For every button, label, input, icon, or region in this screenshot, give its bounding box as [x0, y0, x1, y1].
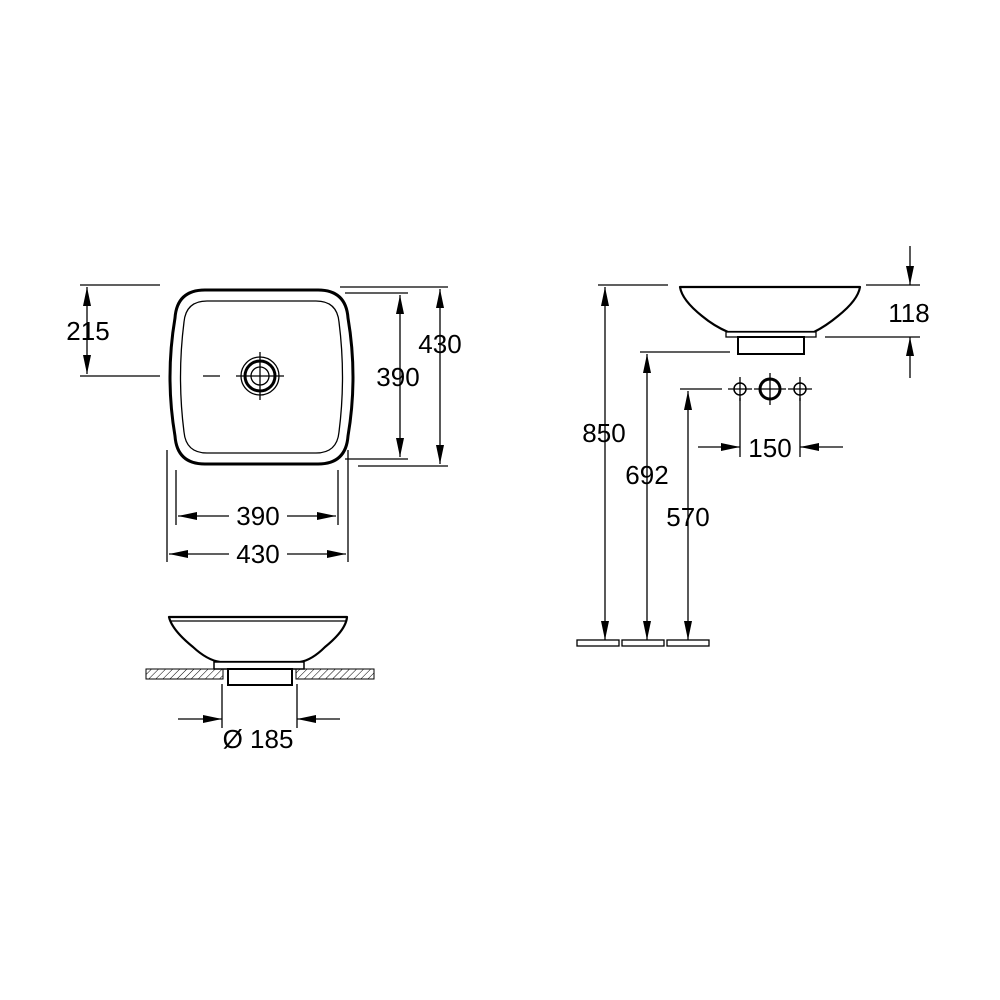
- waste-outlet: [227, 668, 293, 686]
- countertop-hatch-left: [145, 668, 224, 680]
- dimension-150: 150: [698, 433, 843, 463]
- dimension-215-label: 215: [66, 316, 109, 346]
- basin-outer-rim: [168, 288, 355, 466]
- dimension-692: 692: [625, 354, 669, 640]
- dimension-150-label: 150: [748, 433, 791, 463]
- basin-side-waste: [737, 336, 805, 355]
- tap-hole-left-icon: [728, 377, 752, 401]
- side-view: 118 850 692 570 150: [576, 246, 930, 647]
- dimension-390-horizontal: 390: [178, 500, 336, 531]
- dimension-diameter-185: Ø 185: [178, 684, 340, 754]
- floor-segment: [576, 639, 620, 647]
- dimension-diameter-185-label: Ø 185: [223, 724, 294, 754]
- dimension-215: 215: [66, 287, 110, 374]
- dimension-430-vertical-label: 430: [418, 329, 461, 359]
- top-view: 215 390 430 390 43: [66, 284, 462, 569]
- floor-segment: [621, 639, 665, 647]
- countertop-hatch-right: [295, 668, 375, 680]
- dimension-390-vertical: 390: [376, 295, 420, 457]
- dimension-118-label: 118: [888, 298, 929, 328]
- dimension-570: 570: [666, 391, 710, 640]
- dimension-692-label: 692: [625, 460, 668, 490]
- dimension-570-label: 570: [666, 502, 709, 532]
- dimension-390-horizontal-label: 390: [236, 501, 279, 531]
- dimension-850: 850: [582, 287, 626, 640]
- dimension-118: 118: [888, 246, 930, 378]
- dimension-430-horizontal-label: 430: [236, 539, 279, 569]
- basin-inner-bowl: [179, 300, 344, 454]
- section-view: Ø 185: [145, 615, 375, 754]
- dimension-430-vertical: 430: [418, 289, 462, 464]
- basin-foot: [213, 661, 305, 670]
- tap-hole-center-icon: [754, 373, 786, 405]
- dimension-390-vertical-label: 390: [376, 362, 419, 392]
- dimension-430-horizontal: 430: [169, 538, 346, 569]
- floor-segment: [666, 639, 710, 647]
- basin-side-profile: [678, 285, 862, 334]
- basin-profile: [167, 615, 349, 664]
- tap-hole-right-icon: [788, 377, 812, 401]
- drain-icon: [236, 352, 284, 400]
- dimension-850-label: 850: [582, 418, 625, 448]
